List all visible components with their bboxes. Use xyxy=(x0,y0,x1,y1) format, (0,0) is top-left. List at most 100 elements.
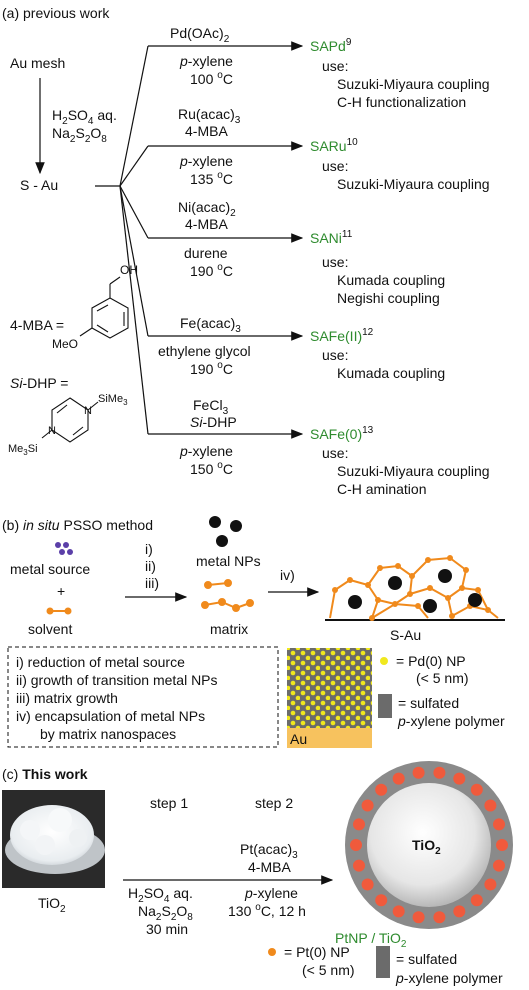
branch-2-temp: 135 oC xyxy=(190,170,233,187)
branch-1-use-label: use: xyxy=(322,58,348,74)
note-4-cont: by matrix nanospaces xyxy=(40,726,176,742)
pt-np-legend: = Pt(0) NP xyxy=(284,944,350,960)
branch-3-solvent: durene xyxy=(184,245,228,261)
pt-np-dot xyxy=(493,859,505,872)
branch-5-product: SAFe(0)13 xyxy=(310,425,374,442)
au-layer-label: Au xyxy=(290,731,307,747)
branch-1-reagent: Pd(OAc)2 xyxy=(170,25,230,45)
branch-3-additive: 4-MBA xyxy=(185,216,228,232)
branch-5-use-1: Suzuki-Miyaura coupling xyxy=(337,463,490,479)
pt-np-dot xyxy=(470,894,483,907)
step1-na2s2o8: Na2S2O8 xyxy=(138,903,193,923)
branch-4-reagent: Fe(acac)3 xyxy=(180,315,241,335)
pt-np-dot xyxy=(496,839,508,851)
step-iv: iv) xyxy=(280,567,295,583)
branch-1-use-1: Suzuki-Miyaura coupling xyxy=(337,76,490,92)
step1-time: 30 min xyxy=(146,921,188,937)
pt-np-dot xyxy=(392,772,405,785)
branch-5-reagent: FeCl3 xyxy=(193,397,229,417)
pd-np-legend-dot xyxy=(380,657,388,665)
reagent-h2so4: H2SO4 aq. xyxy=(52,107,117,127)
pt-np-dot xyxy=(433,911,446,924)
branch-lines xyxy=(95,41,304,439)
branch-3-use-label: use: xyxy=(322,254,348,270)
branch-5-additive: Si-DHP xyxy=(190,414,237,430)
mba-ome: MeO xyxy=(52,337,78,351)
section-b-label: (b) in situ PSSO method xyxy=(2,517,153,533)
pt-np-dot xyxy=(392,905,405,918)
dhp-label: Si-DHP = xyxy=(10,375,69,391)
pt-np-dot xyxy=(375,894,388,907)
dhp-n-bottom: N xyxy=(48,425,56,437)
section-a-label: (a) previous work xyxy=(2,5,110,21)
ptnp-tio2-sphere xyxy=(345,761,513,929)
s-au-network xyxy=(325,555,505,621)
polymer-legend-swatch xyxy=(378,694,392,718)
polymer-legend-2: p-xylene polymer xyxy=(397,713,505,729)
pt-np-dot xyxy=(412,766,425,779)
notes-box xyxy=(7,646,279,748)
metal-source-dots xyxy=(55,542,73,555)
branch-3-reagent: Ni(acac)2 xyxy=(178,199,236,219)
note-1: i) reduction of metal source xyxy=(16,654,185,670)
metal-nps-label: metal NPs xyxy=(196,553,261,569)
branch-5-temp: 150 oC xyxy=(190,460,233,477)
pt-np-dot xyxy=(350,839,362,851)
pt-np-dot xyxy=(484,878,497,891)
branch-4-use-label: use: xyxy=(322,347,348,363)
pt-np-dot xyxy=(453,905,466,918)
product-label: PtNP / TiO2 xyxy=(335,930,407,950)
branch-1-temp: 100 oC xyxy=(190,70,233,87)
step-1-label: step 1 xyxy=(150,795,188,811)
pt-np-legend-size: (< 5 nm) xyxy=(302,962,355,978)
s-au-b-label: S-Au xyxy=(390,627,421,643)
branch-5-use-2: C-H amination xyxy=(337,481,426,497)
metal-nps-icon xyxy=(209,516,242,547)
pt-np-legend-dot xyxy=(268,948,276,956)
branch-1-use-2: C-H functionalization xyxy=(337,94,466,110)
branch-3-use-2: Negishi coupling xyxy=(337,290,440,306)
reagent-na2s2o8: Na2S2O8 xyxy=(52,125,107,145)
branch-3-use-1: Kumada coupling xyxy=(337,272,445,288)
note-2: ii) growth of transition metal NPs xyxy=(16,672,218,688)
branch-2-reagent: Ru(acac)3 xyxy=(178,106,241,126)
step2-reagent-1: Pt(acac)3 xyxy=(240,841,298,861)
step-2-label: step 2 xyxy=(255,795,293,811)
note-3: iii) matrix growth xyxy=(16,690,118,706)
dhp-sime3-top: SiMe3 xyxy=(98,393,128,407)
mba-oh: OH xyxy=(120,263,138,277)
pt-np-dot xyxy=(412,911,425,924)
pt-np-dot xyxy=(353,818,365,831)
step-ii: ii) xyxy=(145,558,156,574)
dhp-n-top: N xyxy=(84,405,92,417)
solvent-icon xyxy=(46,607,72,615)
polymer-legend-c-2: p-xylene polymer xyxy=(395,970,503,986)
branch-2-additive: 4-MBA xyxy=(185,123,228,139)
pt-np-dots xyxy=(350,766,508,924)
dhp-structure xyxy=(41,397,99,443)
branch-2-product: SARu10 xyxy=(310,137,358,154)
s-au-label: S - Au xyxy=(20,177,58,193)
pt-np-dot xyxy=(470,783,483,796)
branch-3-product: SANi11 xyxy=(310,229,353,246)
step2-time: 130 oC, 12 h xyxy=(228,902,306,919)
note-4: iv) encapsulation of metal NPs xyxy=(16,708,205,724)
solvent-label: solvent xyxy=(28,621,72,637)
tio2-photo-label: TiO2 xyxy=(38,895,66,915)
sphere-tio2-label: TiO2 xyxy=(412,837,441,857)
plus-sign: + xyxy=(57,583,65,599)
pt-np-dot xyxy=(353,859,365,872)
branch-4-solvent: ethylene glycol xyxy=(158,343,251,359)
branch-4-use-1: Kumada coupling xyxy=(337,365,445,381)
pd-np-polymer-layer xyxy=(287,648,372,728)
pt-np-dot xyxy=(453,772,466,785)
branch-2-use-label: use: xyxy=(322,158,348,174)
polymer-legend-1: = sulfated xyxy=(398,695,459,711)
mba-label: 4-MBA = xyxy=(10,317,64,333)
branch-1-solvent: p-xylene xyxy=(179,53,233,69)
au-layer xyxy=(287,728,372,748)
pt-np-dot xyxy=(361,878,374,891)
step2-solvent: p-xylene xyxy=(244,885,298,901)
branch-2-solvent: p-xylene xyxy=(179,153,233,169)
